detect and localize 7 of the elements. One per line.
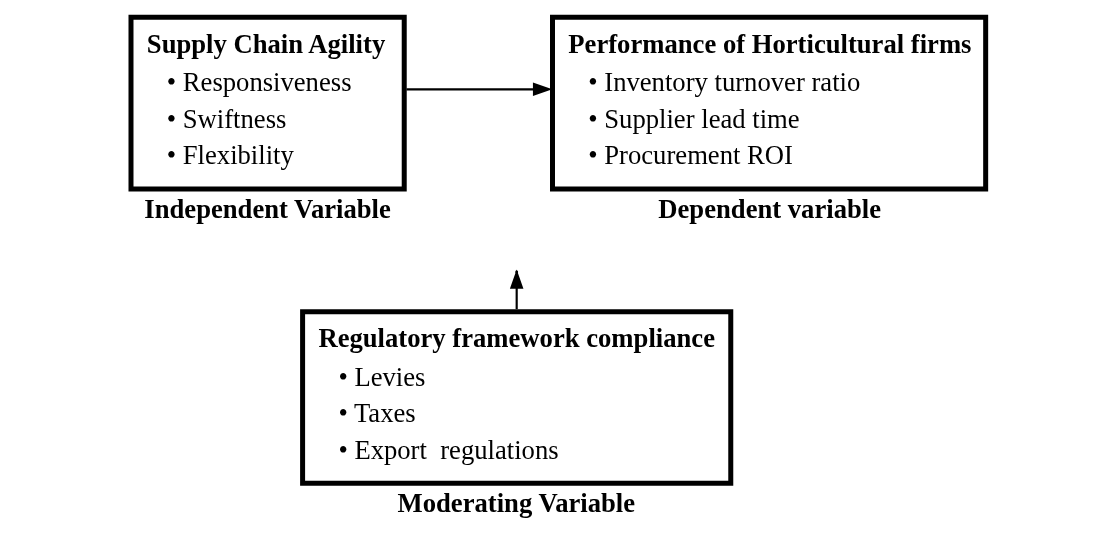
arrow — [406, 82, 553, 97]
node-label: Independent Variable — [144, 193, 391, 224]
node-label: Moderating Variable — [397, 488, 636, 519]
node-box: Performance of Horticultural firms • Inventory turnover ratio • Supplier lead time • Procurement ROI — [550, 14, 989, 192]
node-label: Dependent variable — [658, 193, 882, 224]
node-box: Regulatory framework compliance • Levies • Taxes • Export regulations — [300, 309, 734, 486]
node-box: Supply Chain Agility • Responsiveness • Swiftness • Flexibility — [128, 14, 407, 192]
